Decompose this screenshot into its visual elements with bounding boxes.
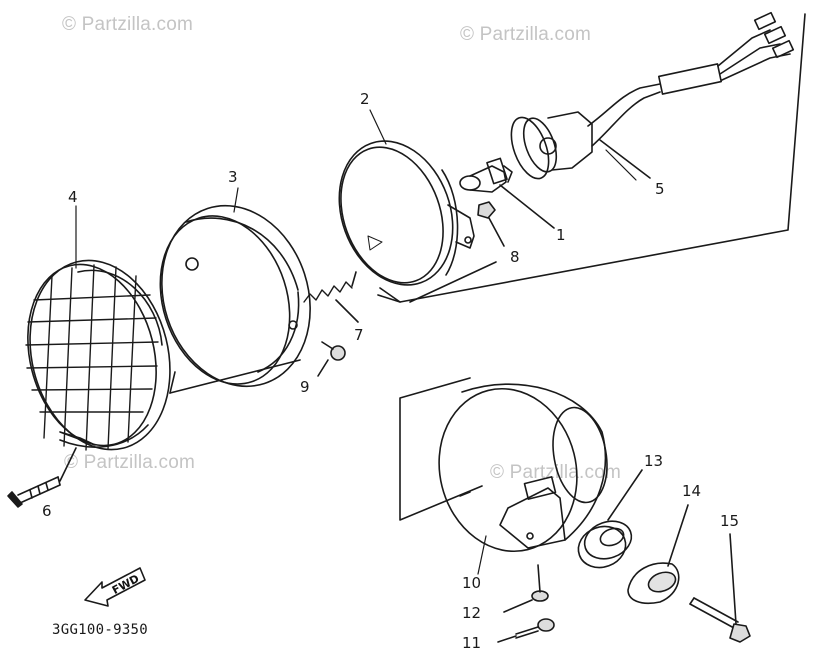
callout-15: 15 bbox=[720, 512, 740, 530]
cap-14 bbox=[628, 505, 688, 603]
nut-8 bbox=[478, 202, 504, 246]
callout-13: 13 bbox=[644, 452, 664, 470]
stone-guard-grille bbox=[10, 245, 190, 464]
callout-10: 10 bbox=[462, 574, 482, 592]
callout-12: 12 bbox=[462, 604, 482, 622]
callout-11: 11 bbox=[462, 634, 482, 652]
headlight-housing bbox=[422, 374, 614, 566]
lower-bracket-lines bbox=[400, 378, 482, 520]
leader-lines bbox=[76, 110, 636, 574]
lens-unit bbox=[320, 125, 474, 301]
callout-3: 3 bbox=[228, 168, 238, 186]
watermark: © Partzilla.com bbox=[64, 452, 196, 473]
bulb bbox=[460, 158, 554, 228]
callout-5: 5 bbox=[655, 180, 665, 198]
callout-6: 6 bbox=[42, 502, 52, 520]
callout-4: 4 bbox=[68, 188, 78, 206]
callout-2: 2 bbox=[360, 90, 370, 108]
grommet-13 bbox=[573, 470, 642, 574]
callout-14: 14 bbox=[682, 482, 702, 500]
watermark: © Partzilla.com bbox=[490, 462, 622, 483]
callout-9: 9 bbox=[300, 378, 310, 396]
watermark: © Partzilla.com bbox=[460, 24, 592, 45]
socket-harness bbox=[504, 13, 793, 184]
screw-11 bbox=[498, 619, 554, 642]
adjusting-spring bbox=[304, 272, 358, 322]
headlight-rim bbox=[139, 186, 333, 405]
callout-1: 1 bbox=[556, 226, 566, 244]
watermark: © Partzilla.com bbox=[62, 14, 194, 35]
screw-9 bbox=[318, 342, 345, 376]
screw-6 bbox=[8, 448, 76, 507]
washer-12 bbox=[504, 565, 548, 612]
fwd-arrow-icon: FWD bbox=[85, 568, 145, 606]
diagram-code: 3GG100-9350 bbox=[52, 622, 149, 638]
assembly-bracket-lines bbox=[170, 14, 805, 393]
bolt-15 bbox=[690, 534, 750, 642]
callout-8: 8 bbox=[510, 248, 520, 266]
callout-7: 7 bbox=[354, 326, 364, 344]
